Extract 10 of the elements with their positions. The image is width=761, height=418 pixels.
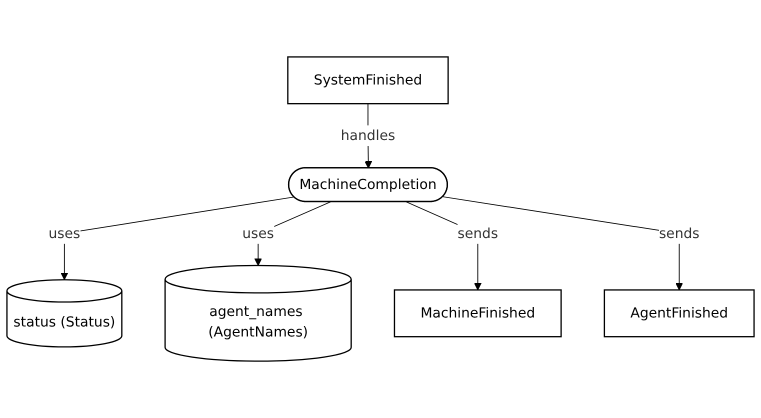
edge-label: uses — [242, 224, 274, 242]
node-box: MachineFinished — [394, 289, 562, 338]
node-box: SystemFinished — [287, 56, 449, 104]
edge-label: sends — [658, 224, 700, 242]
node-box: AgentFinished — [604, 289, 755, 338]
arrow — [60, 196, 294, 280]
edge-label: handles — [340, 127, 396, 144]
edge-label: uses — [48, 224, 80, 242]
arrow — [442, 196, 684, 290]
edge-label: sends — [458, 224, 498, 242]
